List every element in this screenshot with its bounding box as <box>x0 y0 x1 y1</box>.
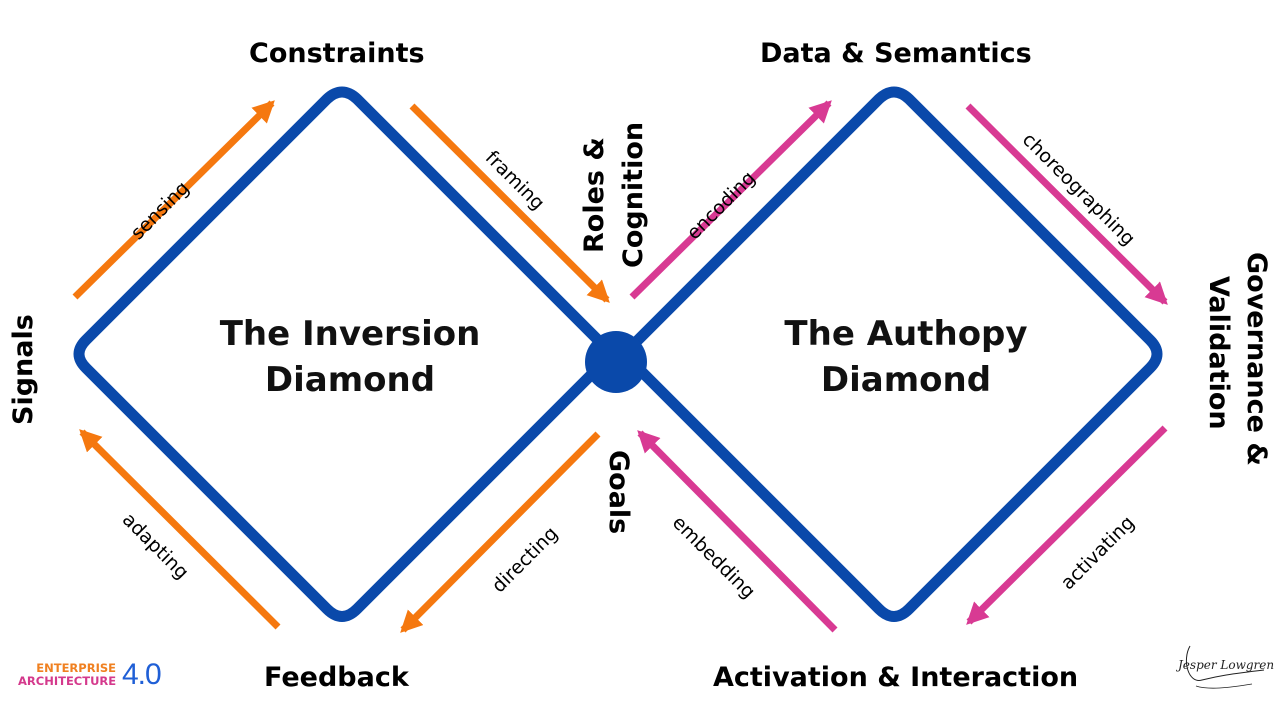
node-validation: Validation <box>1203 276 1234 430</box>
inversion-title-line1: The Inversion <box>219 314 481 354</box>
adapting-arrow <box>79 429 281 630</box>
author-signature: Jesper Lowgren <box>1178 640 1274 700</box>
node-feedback: Feedback <box>264 662 409 693</box>
authopy-diamond-title: The Authopy Diamond <box>756 312 1056 404</box>
embedding-arrow <box>637 430 838 633</box>
authopy-title-line2: Diamond <box>820 359 992 400</box>
node-governance: Governance & <box>1241 252 1272 466</box>
node-goals: Goals <box>603 450 634 535</box>
activating-arrow <box>966 425 1168 625</box>
inversion-diamond-title: The Inversion Diamond <box>200 312 500 404</box>
sensing-arrow <box>72 100 275 300</box>
signature-flourish <box>1186 645 1265 689</box>
node-cognition: Cognition <box>618 121 649 268</box>
center-junction-dot <box>585 331 647 393</box>
node-signals: Signals <box>8 314 39 425</box>
logo-line1: ENTERPRISE <box>36 661 116 675</box>
directing-arrow <box>400 431 601 633</box>
choreographing-arrow <box>965 103 1168 305</box>
logo-line2: ARCHITECTURE <box>18 674 117 688</box>
logo-version: 4.0 <box>122 658 162 691</box>
framing-arrow <box>409 103 610 303</box>
inversion-title-line2: Diamond <box>264 359 436 400</box>
authopy-title-line1: The Authopy <box>784 314 1028 354</box>
node-roles: Roles & <box>579 137 610 253</box>
signature-text: Jesper Lowgren <box>1178 658 1275 672</box>
node-activation-interaction: Activation & Interaction <box>713 662 1079 693</box>
node-data-semantics: Data & Semantics <box>760 38 1032 69</box>
encoding-arrow <box>629 100 832 300</box>
node-constraints: Constraints <box>249 38 425 69</box>
inversion-diamond-outline <box>73 86 611 622</box>
